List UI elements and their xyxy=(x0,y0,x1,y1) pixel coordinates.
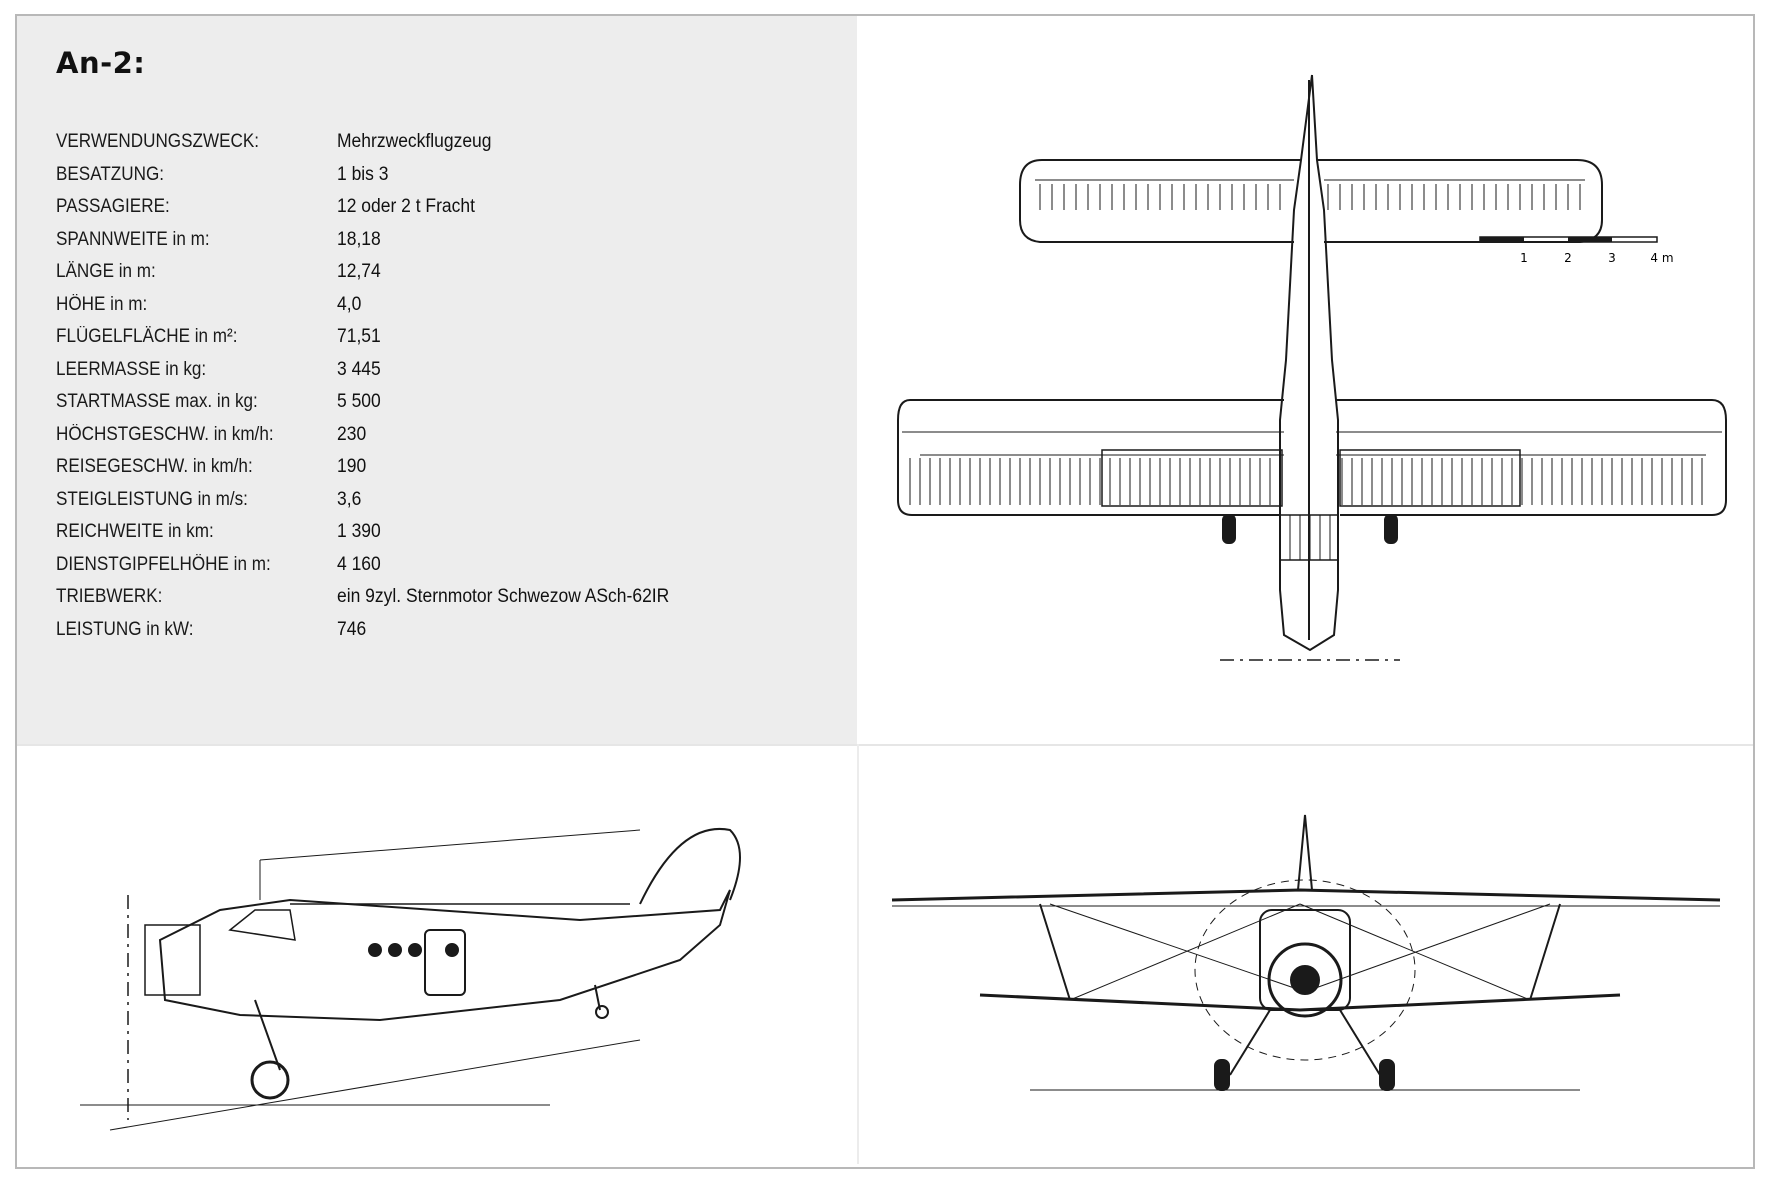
scale-tick-2: 2 xyxy=(1564,251,1572,265)
spec-label: REISEGESCHW. in km/h: xyxy=(56,456,253,477)
spec-value: 1 390 xyxy=(337,521,381,542)
spec-value: 12 oder 2 t Fracht xyxy=(337,196,475,217)
spec-value: 3,6 xyxy=(337,488,362,510)
spec-label: TRIEBWERK: xyxy=(56,586,163,607)
spec-label: HÖHE in m: xyxy=(56,293,148,315)
spec-value: Mehrzweckflugzeug xyxy=(337,131,492,152)
spec-value: 12,74 xyxy=(337,261,381,282)
spec-value: 3 445 xyxy=(337,358,381,380)
spec-value: 4,0 xyxy=(337,293,362,315)
spec-label: VERWENDUNGSZWECK: xyxy=(56,131,260,152)
aircraft-title: An-2: xyxy=(56,46,146,80)
spec-value: 230 xyxy=(337,423,367,445)
section-divider xyxy=(17,744,1753,746)
spec-label: STARTMASSE max. in kg: xyxy=(56,391,258,412)
spec-label: LÄNGE in m: xyxy=(56,261,156,282)
spec-label: FLÜGELFLÄCHE in m²: xyxy=(56,326,238,347)
scale-bar: 1 2 3 4 m xyxy=(1479,236,1674,265)
front-view-drawing xyxy=(891,814,1721,1091)
spec-value: 190 xyxy=(337,456,367,477)
spec-value: ein 9zyl. Sternmotor Schwezow ASch-62IR xyxy=(337,586,670,607)
specs-panel xyxy=(17,16,857,744)
spec-value: 746 xyxy=(337,618,367,640)
top-view-drawing: 1 2 3 4 m xyxy=(897,74,1727,661)
spec-label: LEISTUNG in kW: xyxy=(56,618,194,640)
side-view-drawing xyxy=(80,827,741,1131)
scale-tick-1: 1 xyxy=(1520,251,1528,265)
spec-value: 71,51 xyxy=(337,326,381,347)
spec-label: LEERMASSE in kg: xyxy=(56,358,207,380)
spec-label: BESATZUNG: xyxy=(56,163,164,185)
scale-tick-4: 4 m xyxy=(1650,251,1673,265)
spec-value: 18,18 xyxy=(337,228,381,250)
section-divider-vertical xyxy=(857,744,859,1164)
spec-label: STEIGLEISTUNG in m/s: xyxy=(56,488,248,510)
spec-label: REICHWEITE in km: xyxy=(56,521,214,542)
scale-tick-3: 3 xyxy=(1608,251,1616,265)
spec-label: SPANNWEITE in m: xyxy=(56,228,210,250)
spec-value: 5 500 xyxy=(337,391,381,412)
spec-value: 1 bis 3 xyxy=(337,163,389,185)
spec-value: 4 160 xyxy=(337,553,381,575)
spec-label: HÖCHSTGESCHW. in km/h: xyxy=(56,423,274,445)
spec-label: DIENSTGIPFELHÖHE in m: xyxy=(56,553,271,575)
spec-label: PASSAGIERE: xyxy=(56,196,170,217)
